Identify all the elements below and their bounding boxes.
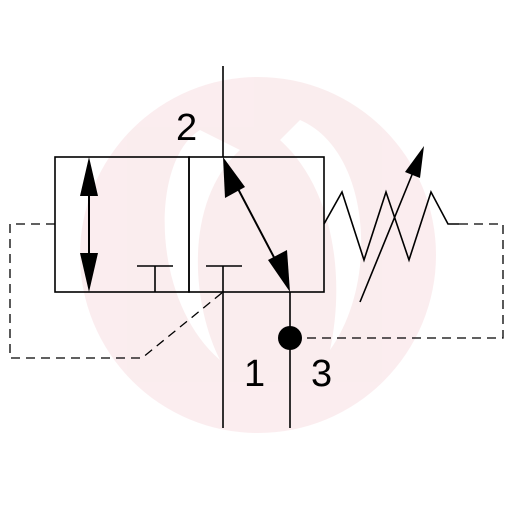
blocked-port-left-icon: [137, 265, 173, 292]
port-label-2: 2: [176, 107, 197, 149]
port-label-1: 1: [244, 353, 265, 395]
junction-dot: [278, 326, 302, 350]
pilot-line-left: [9, 223, 224, 359]
flow-arrow-icon: [223, 157, 290, 292]
port-label-3: 3: [311, 353, 332, 395]
blocked-port-right-icon: [206, 265, 242, 292]
pilot-line-right: [302, 223, 504, 339]
watermark-logo: [80, 77, 436, 433]
adjustable-spring-icon: [323, 146, 459, 303]
bidirectional-arrow-icon: [80, 157, 98, 292]
right-envelope: [188, 156, 325, 293]
